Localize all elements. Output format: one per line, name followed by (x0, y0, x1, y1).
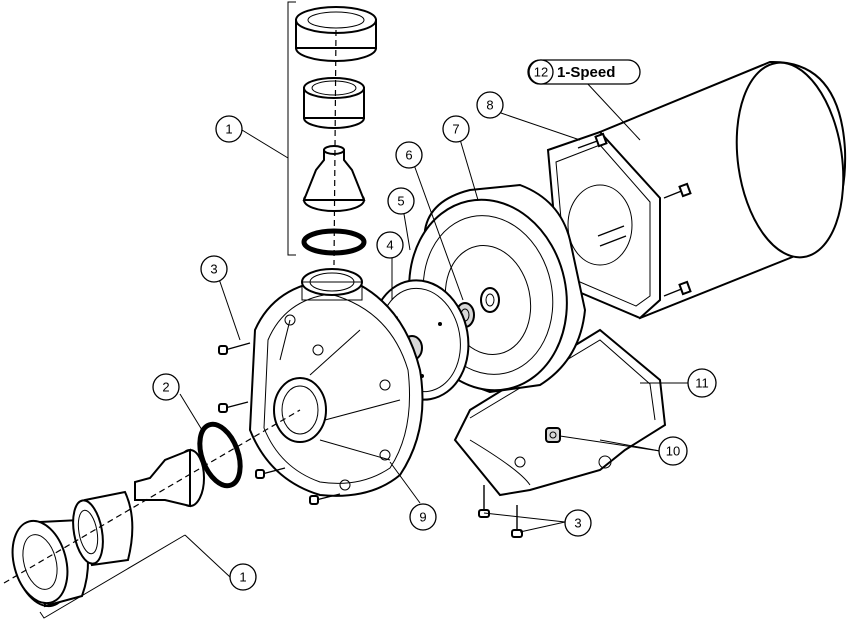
callout-1-bottom: 1 (229, 563, 257, 591)
svg-text:2: 2 (162, 380, 169, 395)
callout-5: 5 (387, 187, 415, 215)
svg-text:4: 4 (386, 238, 393, 253)
svg-text:10: 10 (666, 444, 680, 459)
svg-text:11: 11 (695, 376, 709, 391)
callout-6: 6 (395, 141, 423, 169)
svg-text:7: 7 (452, 122, 459, 137)
callout-2: 2 (152, 373, 180, 401)
callout-12-motor: 12 1-Speed (527, 59, 641, 85)
leader-lines (179, 81, 688, 578)
svg-text:12: 12 (534, 65, 548, 80)
callout-9: 9 (409, 503, 437, 531)
callout-8: 8 (476, 91, 504, 119)
svg-text:9: 9 (419, 510, 426, 525)
pump-base (453, 328, 667, 497)
top-union-assembly (287, 1, 377, 266)
svg-text:6: 6 (405, 148, 412, 163)
callout-10: 10 (658, 436, 688, 466)
bottom-union-assembly (3, 409, 301, 619)
callout-3-left: 3 (200, 255, 228, 283)
housing-bolts (218, 342, 523, 538)
svg-text:5: 5 (397, 194, 404, 209)
svg-text:1: 1 (239, 570, 246, 585)
callout-7: 7 (442, 115, 470, 143)
svg-text:8: 8 (486, 98, 493, 113)
callout-1-top: 1 (215, 115, 243, 143)
motor (546, 60, 847, 320)
svg-text:3: 3 (574, 516, 581, 531)
callout-11: 11 (687, 368, 717, 398)
svg-text:3: 3 (210, 262, 217, 277)
callout-4: 4 (376, 231, 404, 259)
callout-3-bottom: 3 (564, 509, 592, 537)
motor-speed-label: 1-Speed (557, 64, 615, 81)
svg-text:1: 1 (225, 122, 232, 137)
